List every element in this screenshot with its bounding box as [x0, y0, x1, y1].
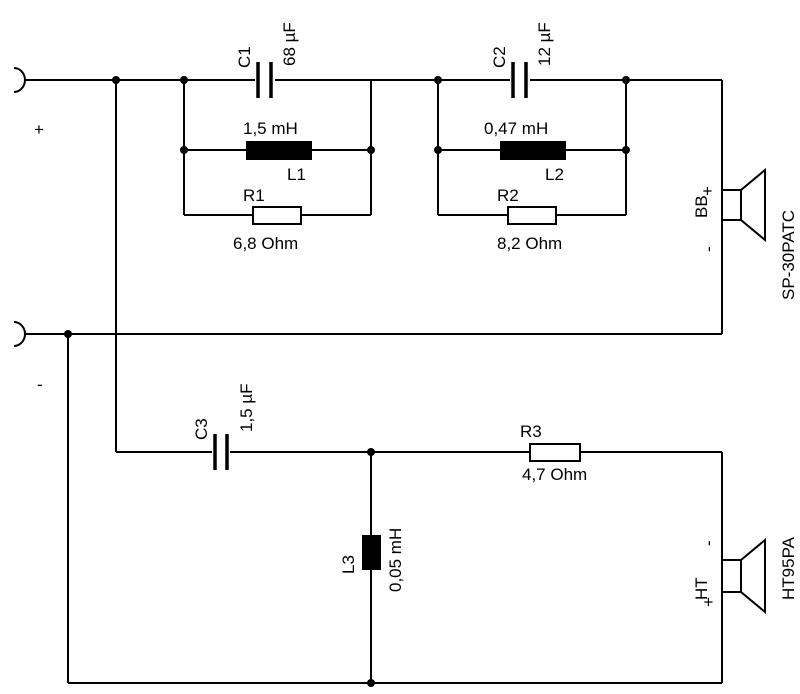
r2-value-label: 8,2 Ohm	[497, 234, 562, 253]
l1-ref-label: L1	[287, 165, 306, 184]
l3-value-label: 0,05 mH	[386, 528, 405, 592]
inductor-l1	[246, 141, 312, 160]
woofer-branch-wires	[25, 79, 723, 335]
woofer-model-label: SP-30PATC	[779, 210, 798, 300]
l2-value-label: 0,47 mH	[484, 119, 548, 138]
tweeter-model-label: HT95PA	[779, 536, 798, 600]
l1-value-label: 1,5 mH	[243, 119, 298, 138]
r1-ref-label: R1	[243, 186, 265, 205]
tweeter-speaker-icon	[721, 537, 766, 615]
l3-ref-label: L3	[339, 555, 358, 574]
r1-value-label: 6,8 Ohm	[233, 234, 298, 253]
resistor-r3	[529, 443, 581, 462]
r2-ref-label: R2	[497, 186, 519, 205]
minus-terminal-label: -	[37, 375, 43, 394]
capacitor-c2	[511, 62, 528, 98]
woofer-minus-label: -	[699, 246, 718, 252]
c3-ref-label: C3	[192, 418, 211, 440]
minus-input-terminal	[13, 321, 26, 347]
inductor-l2	[500, 141, 566, 160]
capacitor-c1	[256, 62, 273, 98]
woofer-plus-label: +	[698, 186, 717, 196]
plus-input-terminal	[13, 67, 26, 93]
capacitor-c3	[213, 434, 229, 470]
c2-value-label: 12 µF	[535, 22, 554, 66]
plus-terminal-label: +	[34, 120, 44, 139]
junction-dots	[64, 76, 630, 687]
c2-ref-label: C2	[490, 46, 509, 68]
tweeter-ref-label: HT	[692, 577, 711, 600]
c1-ref-label: C1	[235, 46, 254, 68]
tweeter-plus-label: +	[699, 597, 718, 607]
resistor-r1	[252, 206, 302, 225]
woofer-ref-label: BB	[692, 195, 711, 218]
c1-value-label: 68 µF	[280, 22, 299, 66]
tweeter-minus-label: -	[699, 540, 718, 546]
l2-ref-label: L2	[545, 165, 564, 184]
woofer-speaker-icon	[721, 167, 766, 243]
c3-value-label: 1,5 µF	[237, 383, 256, 432]
resistor-r2	[507, 206, 557, 225]
inductor-l3	[362, 535, 381, 570]
tweeter-branch-wires	[67, 80, 723, 684]
r3-value-label: 4,7 Ohm	[522, 465, 587, 484]
r3-ref-label: R3	[520, 422, 542, 441]
